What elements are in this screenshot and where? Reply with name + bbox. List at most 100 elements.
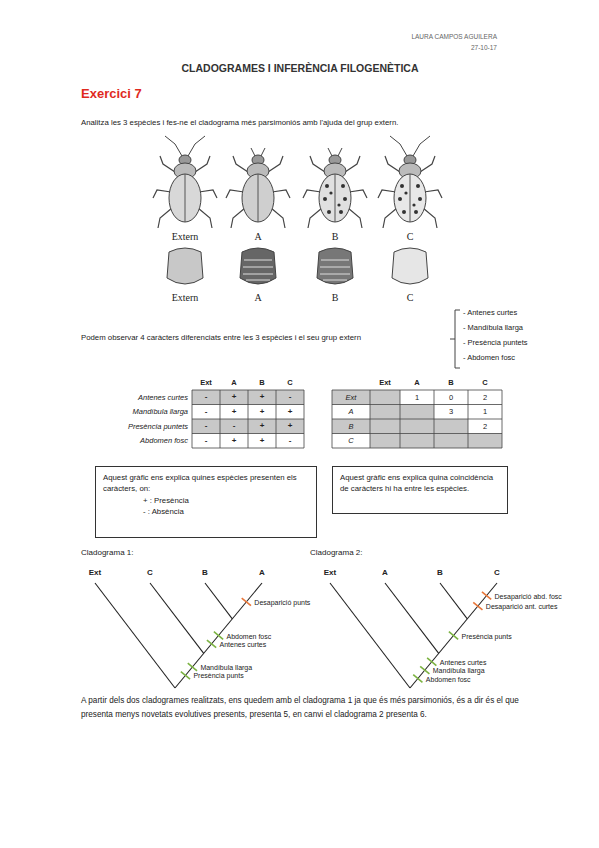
species-label: Extern — [172, 292, 199, 304]
key-item: - : Absència — [103, 506, 309, 517]
table-row-label: B — [348, 422, 353, 431]
table-cell: 1 — [415, 393, 419, 402]
table-header: Ext — [200, 378, 212, 387]
character-tick — [207, 640, 216, 648]
character-item: - Antenes curtes — [463, 308, 517, 317]
taxon-label: B — [202, 568, 208, 578]
table-cell: - — [233, 421, 236, 431]
taxon-label: A — [259, 568, 265, 578]
character-tick — [188, 663, 197, 671]
table-grid — [192, 390, 304, 448]
character-label: Desaparició punts — [254, 599, 310, 607]
beetle-drawing — [153, 136, 442, 228]
character-label: Mandíbula llarga — [433, 667, 485, 675]
character-label: Mandíbula llarga — [200, 664, 252, 672]
table-cell: + — [288, 407, 293, 417]
species-label: Extern — [172, 231, 199, 243]
table-cell: - — [205, 421, 208, 431]
character-tick — [214, 632, 223, 640]
author-name: LAURA CAMPOS AGUILERA — [411, 33, 497, 41]
character-tick — [427, 658, 436, 666]
species-label: C — [407, 292, 414, 304]
character-item: - Abdomen fosc — [463, 353, 515, 362]
character-label: Antenes curtes — [440, 659, 487, 667]
exercise-heading: Exercici 7 — [81, 86, 142, 102]
body-text: Podem observar 4 caràcters diferenciats … — [81, 333, 361, 342]
table-grid — [332, 390, 502, 448]
table-header: A — [414, 378, 419, 387]
taxon-label: B — [437, 568, 443, 578]
table-header: B — [259, 378, 264, 387]
table-cell: 2 — [483, 393, 487, 402]
table-header: C — [287, 378, 292, 387]
character-tick — [473, 602, 482, 610]
table-cell: 2 — [483, 422, 487, 431]
character-tick — [449, 632, 458, 640]
box-text: Aquest gràfic ens explica quines espècie… — [103, 472, 309, 495]
character-label: Desaparició abd. fosc — [495, 593, 562, 601]
table-cell: - — [205, 407, 208, 417]
character-label: Desaparició ant. curtes — [486, 603, 558, 611]
character-item: - Presència puntets — [463, 338, 528, 347]
character-tick — [420, 666, 429, 674]
table-row-label: Presència puntets — [128, 422, 188, 431]
table-cell: - — [289, 436, 292, 446]
head-drawing — [167, 248, 428, 284]
cladogram-heading: Cladograma 2: — [310, 548, 362, 558]
table-header: Ext — [379, 378, 391, 387]
taxon-label: Ext — [89, 568, 101, 578]
character-label: Presència punts — [462, 633, 512, 641]
table-cell: 0 — [449, 393, 453, 402]
table-cell: + — [232, 407, 237, 417]
species-label: B — [332, 292, 339, 304]
table-cell: + — [260, 421, 265, 431]
table-row-label: C — [348, 436, 353, 445]
table-header: B — [448, 378, 453, 387]
note-box: Aquest gràfic ens explica quina coincidè… — [332, 466, 508, 514]
box-text: Aquest gràfic ens explica quina coincidè… — [340, 472, 500, 495]
species-label: C — [407, 231, 414, 243]
bracket — [450, 310, 460, 368]
species-label: A — [254, 231, 261, 243]
instruction-text: Analitza les 3 espècies i fes-ne el clad… — [81, 118, 398, 127]
taxon-label: C — [494, 568, 500, 578]
table-row-label: Ext — [346, 393, 357, 402]
table-cell: + — [260, 407, 265, 417]
table-cell: + — [288, 421, 293, 431]
date: 27-10-17 — [471, 44, 497, 52]
taxon-label: A — [382, 568, 388, 578]
table-cell: + — [232, 392, 237, 402]
table-cell: + — [260, 392, 265, 402]
conclusion-text: A partir dels dos cladogrames realitzats… — [81, 694, 521, 723]
table-cell: - — [205, 392, 208, 402]
table-row-label: A — [348, 407, 353, 416]
character-label: Presència punts — [193, 672, 243, 680]
character-label: Abdomen fosc — [227, 633, 272, 641]
table-cell: - — [289, 392, 292, 402]
table-header: C — [482, 378, 487, 387]
table-cell: + — [232, 436, 237, 446]
page-title: CLADOGRAMES I INFERÈNCIA FILOGENÈTICA — [181, 62, 418, 75]
table-row-label: Abdomen fosc — [140, 436, 188, 445]
character-label: Abdomen fosc — [426, 676, 471, 684]
taxon-label: C — [147, 568, 153, 578]
note-box: Aquest gràfic ens explica quines espècie… — [95, 466, 317, 538]
table-header: A — [231, 378, 236, 387]
character-label: Antenes curtes — [220, 641, 267, 649]
table-cell: - — [205, 436, 208, 446]
cladogram-heading: Cladograma 1: — [81, 548, 133, 558]
table-row-label: Mandíbula llarga — [133, 407, 188, 416]
character-item: - Mandíbula llarga — [463, 323, 523, 332]
table-cell: + — [260, 436, 265, 446]
character-tick — [413, 675, 422, 683]
table-row-label: Antenes curtes — [138, 393, 188, 402]
key-item: + : Presència — [103, 495, 309, 506]
character-tick — [242, 598, 251, 606]
character-tick — [181, 672, 190, 680]
species-label: B — [332, 231, 339, 243]
taxon-label: Ext — [324, 568, 336, 578]
character-tick — [482, 592, 491, 600]
